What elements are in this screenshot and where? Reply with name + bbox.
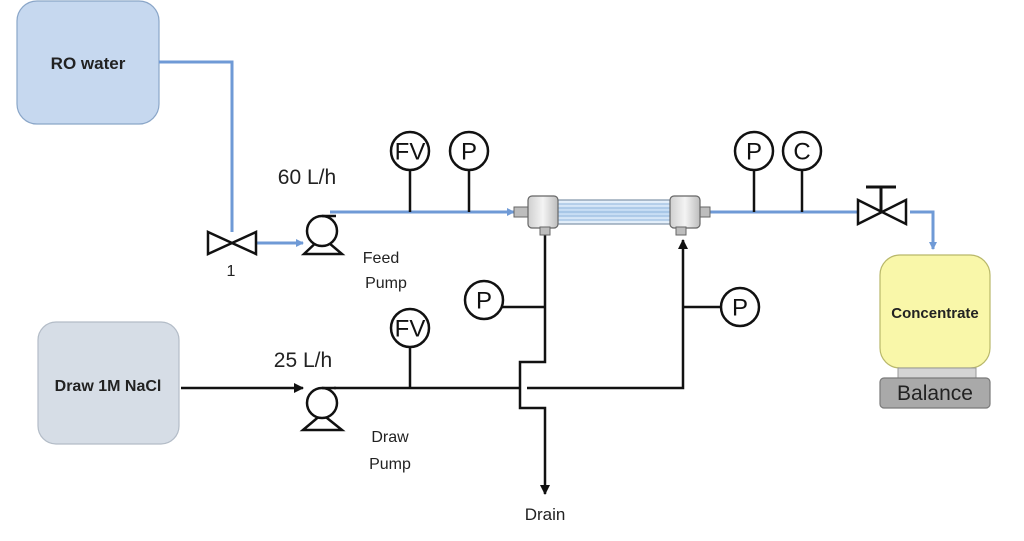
- draw-inlet-pressure-gauge: P: [719, 286, 761, 328]
- svg-text:P: P: [746, 139, 762, 166]
- feed-pump-label-line1: Feed: [363, 250, 399, 267]
- draw-line: [181, 232, 720, 495]
- draw-flow-rate: 25 L/h: [274, 349, 332, 372]
- draw-solution-label: Draw 1M NaCl: [55, 378, 162, 395]
- valve-number-label: 1: [227, 263, 236, 280]
- feed-flow-gauge: FV: [389, 130, 431, 172]
- svg-text:P: P: [732, 295, 748, 322]
- draw-solution-tank: Draw 1M NaCl: [37, 321, 180, 445]
- feed-flow-rate: 60 L/h: [278, 166, 336, 189]
- ro-water-label: RO water: [51, 54, 126, 73]
- draw-pump-label-line2: Pump: [369, 456, 411, 473]
- feed-pressure-gauge: P: [448, 130, 490, 172]
- svg-text:FV: FV: [395, 139, 426, 166]
- concentrate-tank: Concentrate: [879, 254, 991, 369]
- svg-text:P: P: [461, 139, 477, 166]
- svg-text:C: C: [793, 139, 810, 166]
- svg-text:FV: FV: [395, 316, 426, 343]
- ro-water-tank: RO water: [16, 0, 160, 125]
- outlet-pressure-gauge: P: [733, 130, 775, 172]
- concentrate-label: Concentrate: [891, 305, 979, 322]
- feed-pump-label-line2: Pump: [365, 275, 407, 292]
- draw-outlet-pressure-gauge: P: [463, 279, 505, 321]
- balance-label: Balance: [897, 382, 973, 405]
- drain-label: Drain: [525, 505, 566, 524]
- outlet-conductivity-gauge: C: [781, 130, 823, 172]
- feed-pump: Feed Pump: [300, 214, 407, 292]
- draw-pump: Draw Pump: [299, 386, 411, 473]
- inlet-valve-1: 1: [206, 230, 258, 280]
- feed-line: [159, 60, 937, 250]
- membrane-module: [513, 195, 711, 236]
- outlet-valve: [856, 185, 908, 227]
- draw-flow-gauge: FV: [389, 307, 431, 349]
- draw-pump-label-line1: Draw: [371, 429, 409, 446]
- balance: Balance: [879, 367, 991, 409]
- svg-text:P: P: [476, 288, 492, 315]
